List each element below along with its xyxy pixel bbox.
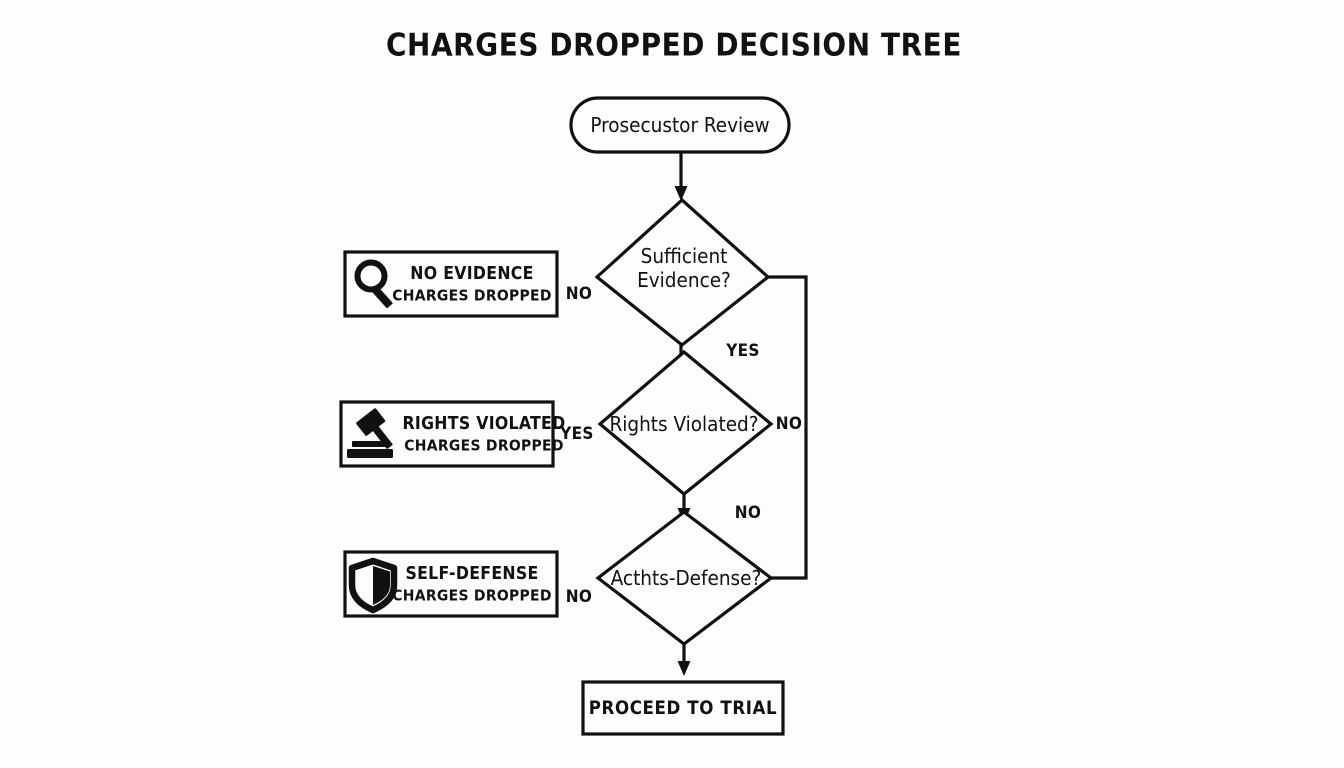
outcome-box-rights-violated[interactable]: RIGHTS VIOLATED CHARGES DROPPED <box>339 400 566 468</box>
sufficient-evidence-label-line1: Sufficient <box>641 244 728 268</box>
rights-violated-shape <box>597 349 774 497</box>
node-rights-violated[interactable]: Rights Violated? <box>597 349 774 497</box>
prosecutor-review-label: Prosecustor Review <box>590 113 769 137</box>
node-proceed-to-trial[interactable]: PROCEED TO TRIAL <box>581 680 785 736</box>
arrowhead-d3-to-end <box>677 661 691 676</box>
magnifier-icon <box>354 259 393 309</box>
edge-label-d2-no-down: NO <box>735 503 761 523</box>
sufficient-evidence-shape <box>594 197 771 348</box>
gavel-icon <box>347 408 393 458</box>
node-sufficient-evidence[interactable]: Sufficient Evidence? <box>594 197 771 348</box>
node-self-defense[interactable]: Acthts-Defense? <box>595 509 774 647</box>
no-evidence-subtitle: CHARGES DROPPED <box>392 287 552 305</box>
connector-right-bypass <box>768 275 808 580</box>
shield-icon <box>348 557 398 614</box>
outcome-box-self-defense[interactable]: SELF-DEFENSE CHARGES DROPPED <box>343 550 559 618</box>
edge-label-d2-yes: YES <box>559 424 593 444</box>
arrowhead-start-to-d1 <box>674 186 688 201</box>
node-prosecutor-review[interactable]: Prosecustor Review <box>569 96 791 154</box>
edge-label-d1-yes: YES <box>725 341 759 361</box>
rights-violated-title: RIGHTS VIOLATED <box>403 414 566 434</box>
sufficient-evidence-label-line2: Evidence? <box>637 268 731 292</box>
self-defense-title: SELF-DEFENSE <box>405 564 538 584</box>
edge-label-d2-no-right: NO <box>776 414 802 434</box>
proceed-to-trial-shape <box>581 680 785 736</box>
no-evidence-title: NO EVIDENCE <box>410 264 533 284</box>
outcome-box-no-evidence[interactable]: NO EVIDENCE CHARGES DROPPED <box>343 250 559 318</box>
edge-label-d3-no: NO <box>566 587 592 607</box>
self-defense-subtitle: CHARGES DROPPED <box>392 587 552 605</box>
rights-violated-label-line1: Rights Violated? <box>609 412 758 436</box>
self-defense-shape <box>595 509 774 647</box>
self-defense-label-line1: Acthts-Defense? <box>611 566 762 590</box>
rights-violated-subtitle: CHARGES DROPPED <box>404 437 564 455</box>
edge-label-d1-no: NO <box>566 284 592 304</box>
proceed-to-trial-label: PROCEED TO TRIAL <box>589 698 777 719</box>
prosecutor-review-shape <box>569 96 791 154</box>
page-title: CHARGES DROPPED DECISION TREE <box>386 28 962 64</box>
